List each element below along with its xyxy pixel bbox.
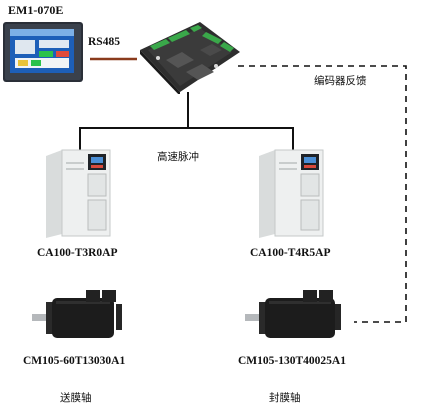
motor-left-model-label: CM105-60T13030A1 xyxy=(23,355,126,367)
servo-drive-right xyxy=(257,148,327,240)
servo-motor-left xyxy=(32,288,124,342)
drive-left-model-label: CA100-T3R0AP xyxy=(37,247,118,259)
hmi-device xyxy=(3,20,85,84)
motion-controller-board xyxy=(136,20,242,94)
motor-right-model-label: CM105-130T40025A1 xyxy=(238,355,346,367)
hmi-model-label: EM1-070E xyxy=(8,3,64,17)
drive-right-model-label: CA100-T4R5AP xyxy=(250,247,331,259)
motor-right-axis-label: 封膜轴 xyxy=(269,392,301,404)
encoder-feedback-label: 编码器反馈 xyxy=(314,75,367,87)
rs485-label: RS485 xyxy=(88,36,120,48)
high-speed-pulse-label: 高速脉冲 xyxy=(157,151,199,163)
motor-left-axis-label: 送膜轴 xyxy=(60,392,92,404)
servo-motor-right xyxy=(245,288,345,342)
servo-drive-left xyxy=(44,148,114,240)
